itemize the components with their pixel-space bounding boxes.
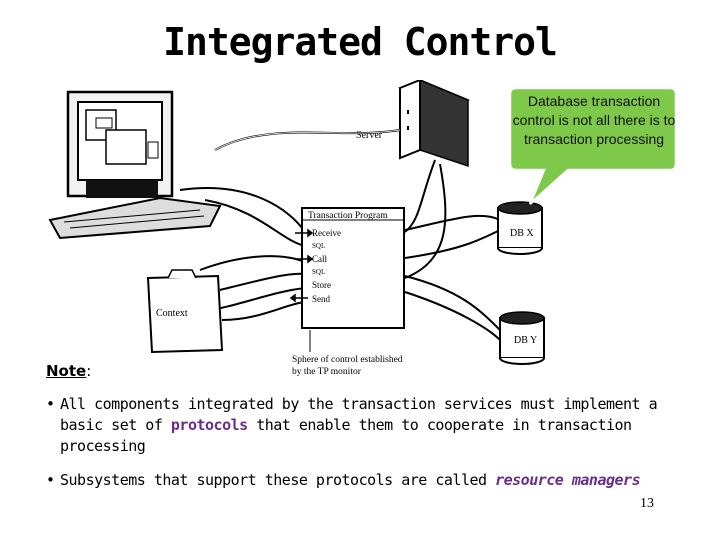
slide-title: Integrated Control	[163, 20, 558, 64]
bullet2-keyword: resource managers	[495, 471, 641, 489]
program-line-send: Send	[312, 294, 331, 304]
bullet-protocols: • All components integrated by the trans…	[46, 394, 686, 457]
program-line-receive: Receive	[312, 228, 341, 238]
db-x-icon	[497, 201, 543, 255]
program-line-store: Store	[312, 280, 331, 290]
bullet-resource-managers: • Subsystems that support these protocol…	[46, 470, 686, 491]
note-label: Note	[46, 362, 87, 380]
bullet1-text-end: that enable them to cooperate in transac…	[60, 416, 632, 455]
sphere-label-line1: Sphere of control established	[292, 354, 403, 365]
context-label: Context	[156, 308, 188, 319]
bullet1-text: All components integrated by the transac…	[60, 395, 658, 434]
program-line-sql-1: SQL	[312, 242, 325, 250]
note-heading: Note:	[46, 362, 91, 380]
bullet1-keyword: protocols	[170, 416, 248, 434]
connection-paths	[179, 129, 501, 341]
sphere-label-line2: by the TP monitor	[292, 367, 362, 377]
db-y-label: DB Y	[514, 335, 537, 346]
page-number: 13	[640, 496, 654, 511]
program-line-sql-2: SQL	[312, 268, 325, 276]
transaction-diagram: Server Transaction Program Receive SQL C…	[48, 80, 545, 377]
callout-text: Database transaction control is not all …	[512, 93, 676, 147]
db-y-icon	[499, 311, 545, 365]
server-icon	[398, 80, 470, 168]
bullet-dot-icon: •	[46, 395, 55, 413]
bullet-dot-icon: •	[46, 471, 55, 489]
callout-bubble	[508, 86, 678, 205]
context-icon	[146, 269, 224, 354]
db-x-label: DB X	[510, 228, 534, 239]
program-arrows	[289, 228, 314, 303]
program-line-call: Call	[312, 254, 327, 264]
server-label: Server	[356, 130, 383, 141]
program-title: Transaction Program	[308, 211, 388, 221]
workstation-icon	[48, 90, 222, 240]
bullet2-text: Subsystems that support these protocols …	[60, 471, 496, 489]
note-colon: :	[86, 362, 92, 380]
